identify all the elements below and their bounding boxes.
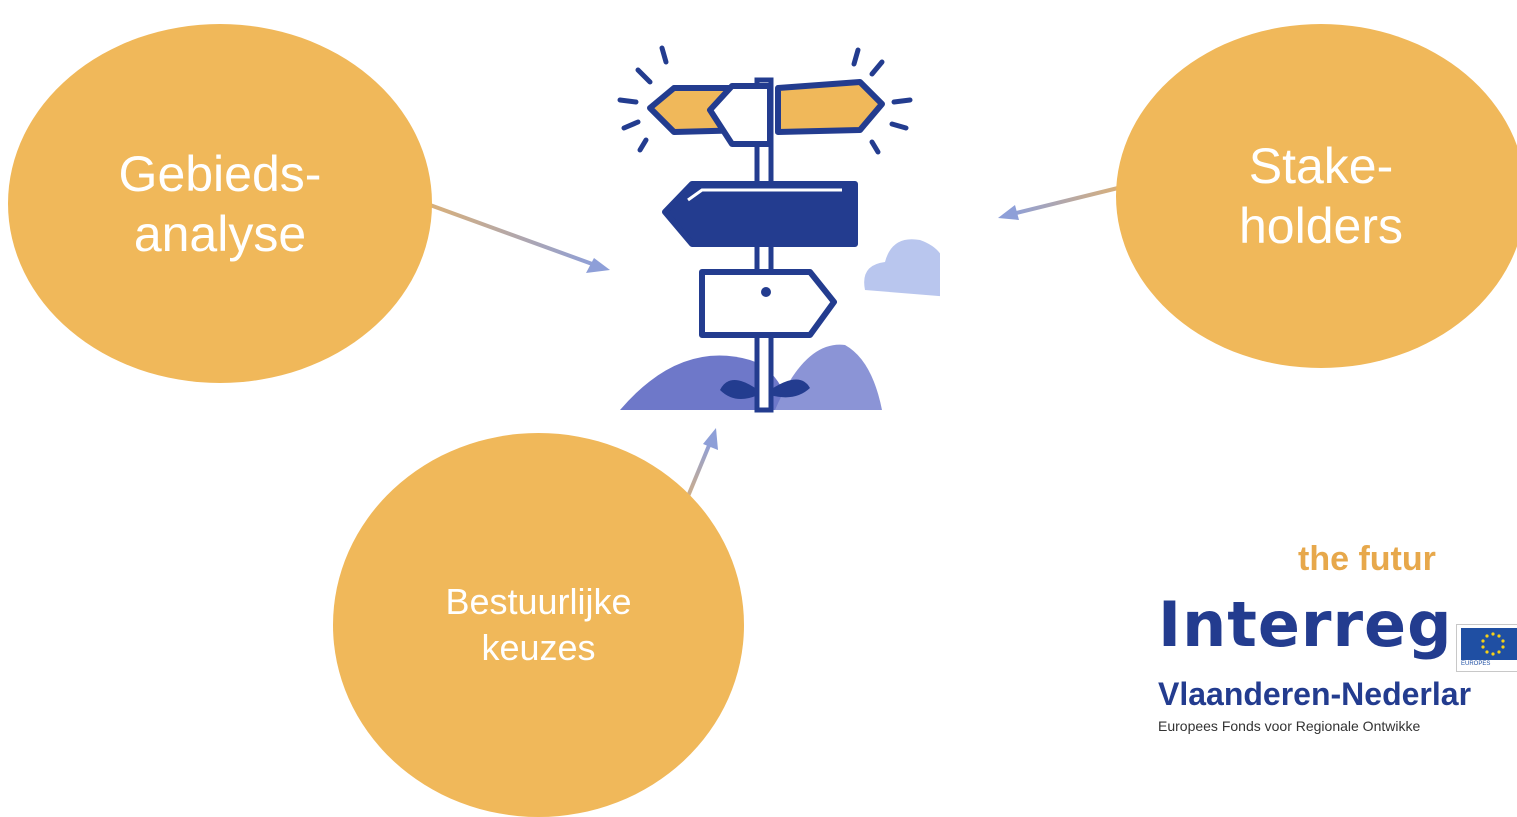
eu-stars-icon [1461,628,1517,660]
arrow-stake-to-center [998,188,1118,220]
logo-tagline: the futur [1298,540,1436,579]
arrow-gebieds-to-center [430,205,610,273]
sign-middle [665,184,855,244]
cloud [864,239,940,298]
bubble-stakeholders: Stake- holders [1116,24,1517,368]
signpost-crossroads-icon [610,40,940,420]
eu-flag-icon: EUROPES [1456,624,1517,672]
bubble-gebiedsanalyse: Gebieds- analyse [8,24,432,383]
bubble-stakeholders-label: Stake- holders [1239,136,1403,256]
interreg-logo: the futur Interreg EUROPES Vlaanderen-Ne… [1150,540,1517,740]
eu-flag-caption: EUROPES [1461,661,1490,667]
sign-top-right [778,82,882,132]
bubble-bestuurlijke-keuzes: Bestuurlijke keuzes [333,433,744,817]
bubble-bestuurlijke-keuzes-label: Bestuurlijke keuzes [445,579,631,671]
hill-right [775,345,882,410]
logo-region: Vlaanderen-Nederlar [1158,676,1471,713]
logo-fund: Europees Fonds voor Regionale Ontwikke [1158,718,1420,734]
sign-lower [702,272,834,335]
logo-brand: Interreg [1158,588,1452,661]
bubble-gebiedsanalyse-label: Gebieds- analyse [119,144,322,264]
